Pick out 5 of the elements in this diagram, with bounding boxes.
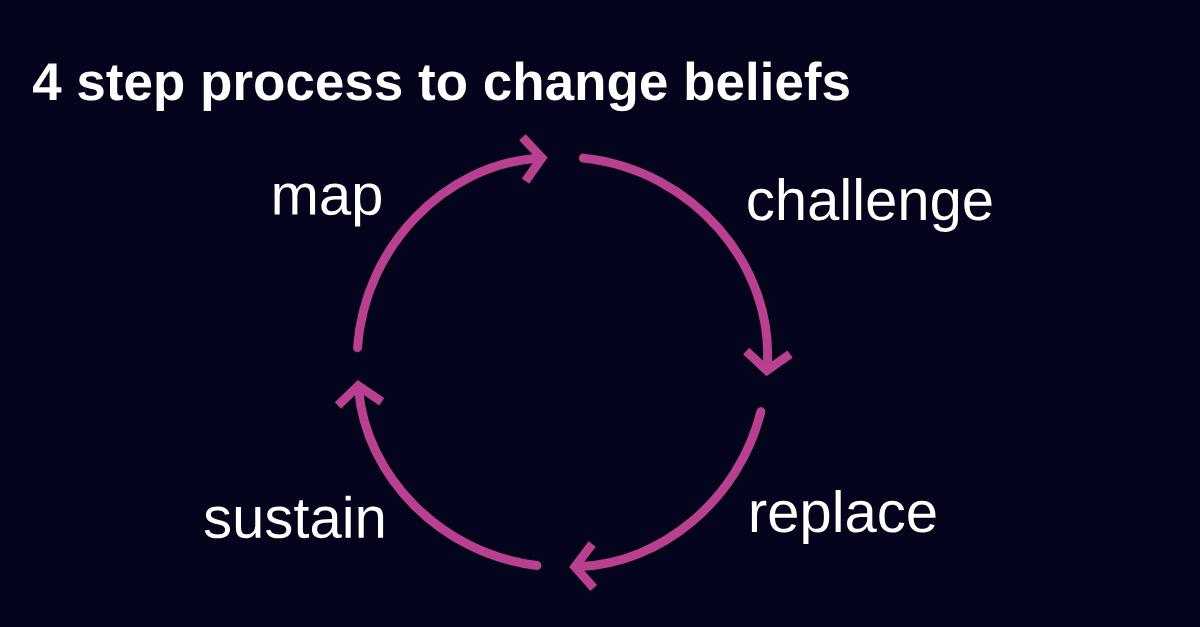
title: 4 step process to change beliefs — [33, 61, 849, 112]
step-label: map — [274, 183, 381, 227]
step-label: sustain — [204, 495, 384, 539]
step-label: challenge — [748, 177, 992, 233]
step-label: replace — [751, 489, 936, 545]
